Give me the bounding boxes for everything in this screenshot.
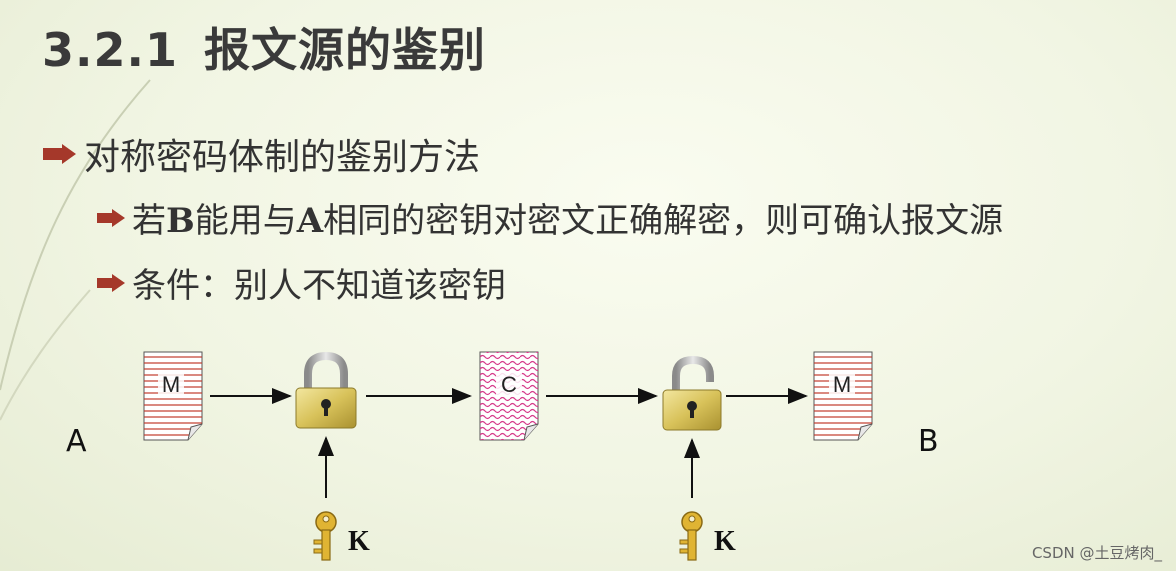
arrow-bullet-icon: [97, 208, 125, 227]
padlock-open-icon: [662, 355, 722, 431]
arrow-bullet-icon: [43, 144, 76, 164]
sender-label: A: [66, 424, 87, 459]
key-icon: [679, 511, 703, 561]
plaintext-document-icon: M: [143, 351, 203, 441]
key-label: K: [714, 526, 736, 557]
watermark: CSDN @土豆烤肉_: [1031, 544, 1162, 562]
ciphertext-document-icon: C: [479, 351, 539, 441]
receiver-label: B: [918, 424, 939, 459]
arrow-bullet-icon: [97, 273, 125, 292]
bullet-level1: 对称密码体制的鉴别方法: [42, 128, 480, 180]
slide-title: 3.2.1 报文源的鉴别: [42, 14, 486, 80]
key-label: K: [348, 526, 370, 557]
plaintext-label: M: [162, 372, 180, 397]
bullet-text: 对称密码体制的鉴别方法: [84, 137, 481, 178]
plaintext-output-label: M: [833, 372, 851, 397]
padlock-locked-icon: [295, 351, 357, 429]
bullet-text: 条件：别人不知道该密钥: [132, 266, 506, 306]
key-icon: [313, 511, 337, 561]
bullet-level2-2: 条件：别人不知道该密钥: [96, 258, 506, 307]
section-title: 报文源的鉴别: [203, 23, 486, 77]
bullet-text: 若B能用与A相同的密钥对密文正确解密，则可确认报文源: [132, 201, 1004, 241]
section-number: 3.2.1: [42, 23, 178, 77]
ciphertext-label: C: [501, 372, 517, 397]
plaintext-output-document-icon: M: [813, 351, 873, 441]
bullet-level2-1: 若B能用与A相同的密钥对密文正确解密，则可确认报文源: [96, 193, 1003, 242]
